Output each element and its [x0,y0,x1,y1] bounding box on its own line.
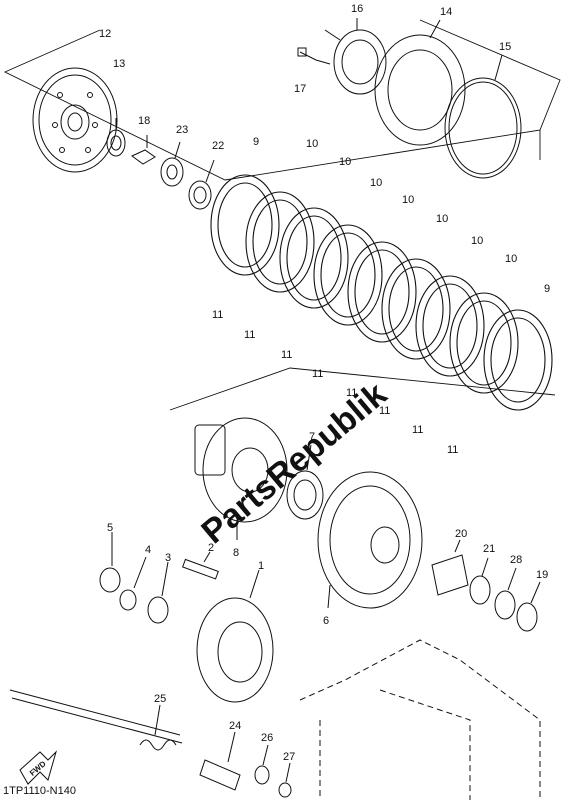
bearing-part [106,118,126,157]
washer-19-part [516,581,541,632]
part-label-28: 28 [510,554,522,566]
fwd-arrow-icon: FWD [19,750,58,785]
primary-driven-gear-part [317,471,423,609]
o-ring-part [444,54,522,179]
part-label-10-e: 10 [436,213,448,225]
lock-nut-part [160,141,184,187]
part-label-11-e: 11 [346,387,357,399]
part-label-22: 22 [212,140,224,152]
part-label-3: 3 [165,552,171,564]
part-label-17: 17 [294,83,306,95]
sleeve-part [431,539,469,596]
key-part [182,551,219,580]
oil-seal-part [254,744,270,785]
upper-group-frame [3,19,561,181]
part-label-11-f: 11 [379,405,390,417]
part-label-12: 12 [99,28,111,40]
part-label-1: 1 [258,560,264,572]
lock-washer-part [119,556,147,611]
part-label-10-f: 10 [471,235,483,247]
part-label-10-d: 10 [402,194,414,206]
nut-5-part [99,532,121,593]
part-label-19: 19 [536,569,548,581]
part-label-6: 6 [323,615,329,627]
part-label-5: 5 [107,522,113,534]
part-label-4: 4 [145,544,151,556]
primary-drive-gear-part [196,569,274,703]
part-label-10-g: 10 [505,253,517,265]
needle-bearing-part [469,557,491,605]
crankcase-outline [299,639,541,800]
part-label-11-c: 11 [281,349,292,361]
part-label-11-b: 11 [244,329,255,341]
part-label-8: 8 [233,547,239,559]
spring-part [139,704,177,751]
part-label-11-g: 11 [412,424,423,436]
part-label-20: 20 [455,528,467,540]
gasket-part [333,18,387,95]
pressure-plate-part [32,67,118,173]
diagram-code: 1TP1110-N140 [3,785,76,797]
clutch-plate-stack [210,174,553,411]
lever-part [199,731,241,791]
part-label-10-c: 10 [370,177,382,189]
clutch-cover-part [374,19,466,146]
washer-3-part [147,561,169,624]
part-label-2: 2 [208,542,214,554]
spacer-part [494,567,517,620]
part-label-9-bottom: 9 [544,283,550,295]
clip-part [278,762,292,798]
part-label-23: 23 [176,124,188,136]
push-lever-shaft-part [9,689,183,744]
part-label-24: 24 [229,720,241,732]
part-label-7: 7 [309,431,315,443]
part-label-27: 27 [283,751,295,763]
part-label-9-top: 9 [253,136,259,148]
watermark-text: PartsRepublik [194,375,394,551]
part-label-10-b: 10 [339,156,351,168]
part-label-15: 15 [499,41,511,53]
part-label-21: 21 [483,543,495,555]
part-label-11-a: 11 [212,309,223,321]
part-label-26: 26 [261,732,273,744]
bolt-part [297,29,341,65]
part-label-25: 25 [154,693,166,705]
push-rod-part [131,135,156,165]
clutch-boss-part [194,417,288,540]
part-label-13: 13 [113,58,125,70]
part-label-11-d: 11 [312,368,323,380]
part-label-14: 14 [440,6,452,18]
part-label-16: 16 [351,3,363,15]
middle-group-frame [169,367,556,411]
part-label-18: 18 [138,115,150,127]
thrust-washer-part [286,444,324,520]
part-label-10-a: 10 [306,138,318,150]
part-label-11-h: 11 [447,444,458,456]
washer-part [188,159,215,210]
